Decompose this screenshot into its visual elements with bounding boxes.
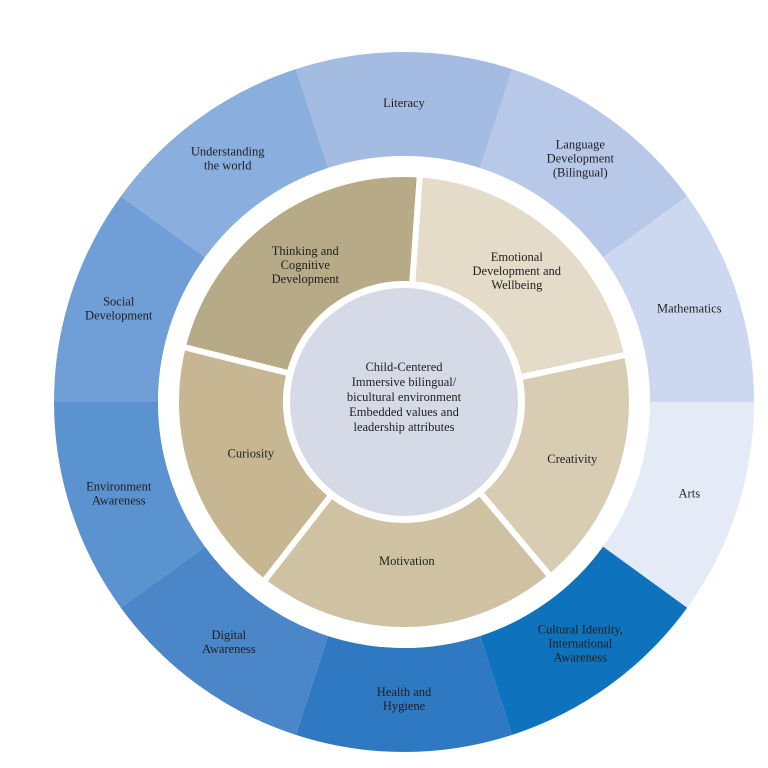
outer-segment-environment [54, 402, 205, 608]
outer-label-literacy: Literacy [383, 96, 425, 110]
outer-segment-language [480, 69, 688, 258]
outer-label-language-line: Development [547, 151, 615, 165]
outer-label-literacy-line: Literacy [383, 96, 425, 110]
center-label-line: Immersive bilingual/ [352, 375, 457, 389]
outer-label-cultural-line: International [548, 637, 612, 651]
outer-label-health-line: Health and [377, 685, 432, 699]
outer-label-social-line: Social [103, 294, 135, 308]
outer-segment-understanding [120, 69, 328, 258]
outer-segment-health [295, 635, 513, 753]
inner-label-emotional-line: Wellbeing [491, 278, 543, 292]
outer-segment-literacy [295, 51, 513, 169]
outer-label-digital-line: Awareness [202, 642, 256, 656]
inner-label-thinking-line: Cognitive [281, 258, 331, 272]
outer-label-arts-line: Arts [679, 487, 701, 501]
outer-label-understanding-line: Understanding [191, 144, 265, 158]
center-label-line: leadership attributes [353, 420, 454, 434]
outer-label-environment-line: Environment [86, 480, 152, 494]
outer-label-cultural-line: Cultural Identity, [538, 623, 623, 637]
inner-label-creativity-line: Creativity [547, 452, 598, 466]
outer-label-mathematics-line: Mathematics [657, 301, 722, 315]
outer-label-understanding-line: the world [204, 158, 252, 172]
outer-label-environment-line: Awareness [92, 494, 146, 508]
outer-label-arts: Arts [679, 487, 701, 501]
center-label-line: Embedded values and [349, 405, 459, 419]
outer-segment-arts [603, 402, 754, 608]
inner-label-thinking-line: Development [272, 272, 340, 286]
outer-segment-mathematics [603, 196, 754, 402]
inner-label-curiosity-line: Curiosity [228, 447, 275, 461]
outer-label-language-line: Language [556, 137, 606, 151]
center-circle [290, 288, 518, 516]
center-label-line: Child-Centered [365, 360, 443, 374]
outer-label-cultural-line: Awareness [553, 651, 607, 665]
inner-label-motivation-line: Motivation [379, 554, 435, 568]
outer-label-mathematics: Mathematics [657, 301, 722, 315]
outer-segment-social [54, 196, 205, 402]
outer-label-language-line: (Bilingual) [553, 165, 608, 179]
inner-label-emotional-line: Development and [473, 264, 562, 278]
inner-label-thinking-line: Thinking and [272, 244, 340, 258]
outer-label-social-line: Development [85, 308, 153, 322]
outer-label-digital-line: Digital [211, 628, 246, 642]
outer-segment-digital [120, 546, 328, 735]
inner-label-emotional-line: Emotional [491, 250, 544, 264]
outer-segment-cultural [480, 546, 688, 735]
center-label-line: bicultural environment [347, 390, 462, 404]
outer-label-health-line: Hygiene [383, 699, 426, 713]
inner-label-curiosity: Curiosity [228, 447, 275, 461]
inner-label-motivation: Motivation [379, 554, 435, 568]
inner-label-creativity: Creativity [547, 452, 598, 466]
